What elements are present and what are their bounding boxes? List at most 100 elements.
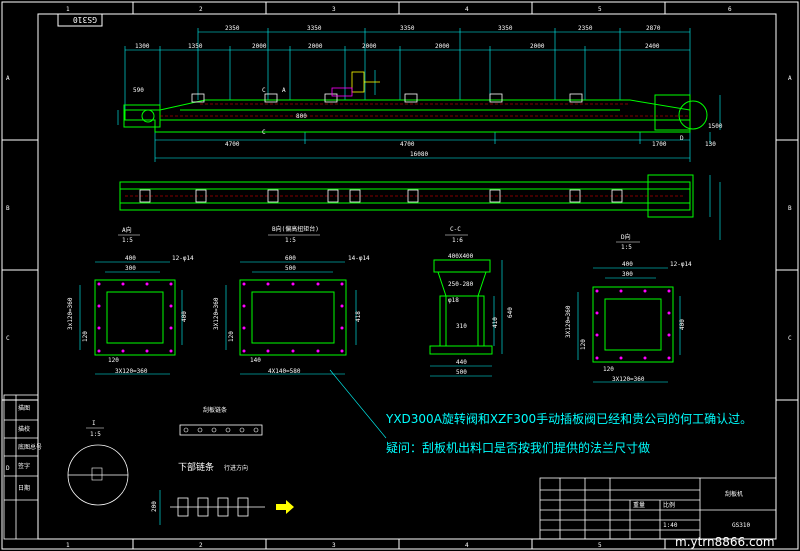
grid-row-c-right: C bbox=[788, 335, 792, 342]
grid-col-5-bottom: 5 bbox=[598, 542, 602, 549]
view-b-bottom-b: 4X140=580 bbox=[268, 368, 301, 375]
note-line-2: 疑问：刮板机出料口是否按我们提供的法兰尺寸做 bbox=[386, 440, 650, 455]
dim-row2-4: 2000 bbox=[308, 43, 323, 50]
note-leader bbox=[329, 369, 387, 439]
lower-chain: 下部链条 行进方向 200 bbox=[151, 461, 294, 525]
notes: YXD300A旋转阀和XZF300手动插板阀已经和贵公司的何工确认过。 疑问：刮… bbox=[385, 411, 752, 455]
top-dim-texts-row1: 2350 3350 3350 3350 2350 2870 bbox=[225, 25, 661, 32]
view-b-bottom-a: 140 bbox=[250, 357, 261, 364]
view-a-h-inner: 400 bbox=[181, 311, 188, 322]
dim-4700-left: 4700 bbox=[225, 141, 240, 148]
title-drawing-title: 刮板机 bbox=[725, 490, 743, 498]
view-d-hole: 12-φ14 bbox=[670, 261, 692, 268]
view-b-holes bbox=[242, 282, 344, 353]
dim-top-3: 3350 bbox=[400, 25, 415, 32]
left-stamp-texts: 描图 描校 底图总号 签字 日期 bbox=[18, 404, 42, 492]
dim-row2-8: 2400 bbox=[645, 43, 660, 50]
dim-top-2: 3350 bbox=[307, 25, 322, 32]
view-c-h1: 310 bbox=[456, 323, 467, 330]
view-b-hole: 14-φ14 bbox=[348, 255, 370, 262]
title-weight-label: 重量 bbox=[633, 501, 645, 509]
plan-view bbox=[119, 174, 721, 240]
view-c-title: C-C bbox=[450, 226, 461, 233]
inlet-stubs bbox=[191, 93, 583, 103]
dim-590: 590 bbox=[133, 87, 144, 94]
view-b-h-inner: 418 bbox=[355, 311, 362, 322]
dim-row2-7: 2000 bbox=[530, 43, 545, 50]
dim-top-5: 2350 bbox=[578, 25, 593, 32]
view-a-h-outer: 3x120=360 bbox=[67, 297, 74, 330]
view-c-h2: 410 bbox=[492, 317, 499, 328]
grid-col-3: 3 bbox=[332, 6, 336, 13]
view-a-hole: 12-φ14 bbox=[172, 255, 194, 262]
section-i-scale: 1:5 bbox=[90, 431, 101, 438]
view-b-w-inner: 500 bbox=[285, 265, 296, 272]
view-b-w-outer: 600 bbox=[285, 255, 296, 262]
view-b-h-small: 120 bbox=[228, 331, 235, 342]
view-c-bottom-b: 500 bbox=[456, 369, 467, 376]
view-c-top: 400X400 bbox=[448, 253, 474, 260]
stamp-5: 日期 bbox=[18, 484, 30, 492]
stamp-3: 底图总号 bbox=[18, 443, 42, 451]
view-d-w-outer: 400 bbox=[622, 261, 633, 268]
dim-overall-length: 16080 bbox=[410, 151, 428, 158]
title-code: GS310 bbox=[732, 522, 750, 529]
grid-col-6: 6 bbox=[728, 6, 732, 13]
view-c-h3: 640 bbox=[507, 307, 514, 318]
grid-col-2: 2 bbox=[199, 6, 203, 13]
dim-1700: 1700 bbox=[652, 141, 667, 148]
view-c-hole: φ18 bbox=[448, 297, 459, 304]
grid-col-5: 5 bbox=[598, 6, 602, 13]
conveyor-body bbox=[123, 94, 708, 133]
title-scale-label: 比例 bbox=[663, 501, 675, 509]
scraper-chain: 刮板链条 bbox=[179, 406, 263, 436]
dim-row2-5: 2000 bbox=[362, 43, 377, 50]
section-i: I 1:5 bbox=[67, 420, 129, 506]
view-a: A向 1:5 400 300 12-φ14 3x120=360 400 120 … bbox=[67, 226, 194, 375]
view-d-scale: 1:5 bbox=[621, 244, 632, 251]
view-d-bottom-b: 3X120=360 bbox=[612, 376, 645, 383]
view-d-h-inner: 400 bbox=[679, 319, 686, 330]
rotary-valve bbox=[331, 71, 380, 97]
view-a-holes bbox=[97, 282, 173, 353]
hidden-lines bbox=[160, 103, 690, 117]
view-b-h-outer: 3X120=360 bbox=[213, 297, 220, 330]
view-b-title: B向(偏高扭矩台) bbox=[272, 225, 319, 233]
top-dim-texts-row2: 1300 1350 2000 2000 2000 2000 2000 2400 bbox=[135, 43, 660, 50]
grid-row-d: D bbox=[6, 465, 10, 472]
chain-height-dim: 200 bbox=[151, 501, 158, 512]
dim-130: 130 bbox=[705, 141, 716, 148]
dim-top-4: 3350 bbox=[498, 25, 513, 32]
grid-row-a: A bbox=[6, 75, 10, 82]
view-d-h-small: 120 bbox=[580, 339, 587, 350]
view-d-h-outer: 3X120=360 bbox=[565, 305, 572, 338]
view-a-h-small: 120 bbox=[82, 331, 89, 342]
direction-label: 行进方向 bbox=[224, 464, 248, 472]
dim-row2-3: 2000 bbox=[252, 43, 267, 50]
view-a-bottom-a: 120 bbox=[108, 357, 119, 364]
stamp-1: 描图 bbox=[18, 404, 30, 412]
view-c-scale: 1:6 bbox=[452, 237, 463, 244]
dim-right-height: 1500 bbox=[708, 123, 723, 130]
view-a-title: A向 bbox=[122, 226, 132, 234]
watermark: m.ytrn8866.com bbox=[675, 535, 775, 549]
direction-arrow-icon bbox=[276, 500, 294, 514]
view-d-title: D向 bbox=[621, 233, 631, 241]
grid-col-4: 4 bbox=[465, 6, 469, 13]
dim-top-6: 2870 bbox=[646, 25, 661, 32]
elevation-view: 2350 3350 3350 3350 2350 2870 1300 1350 … bbox=[117, 25, 723, 162]
lower-chain-label: 下部链条 bbox=[178, 461, 214, 473]
view-c: C-C 1:6 400X400 250-280 φ18 310 410 640 … bbox=[429, 226, 514, 377]
view-b-scale: 1:5 bbox=[285, 237, 296, 244]
section-a: A bbox=[282, 87, 286, 94]
grid-col-2-bottom: 2 bbox=[199, 542, 203, 549]
plan-inlets bbox=[139, 189, 623, 203]
view-d: D向 1:5 400 300 12-φ14 3X120=360 400 120 … bbox=[565, 233, 692, 383]
view-a-scale: 1:5 bbox=[122, 237, 133, 244]
drawing-number: GS310 bbox=[73, 15, 97, 24]
view-b: B向(偏高扭矩台) 1:5 600 500 14-φ14 3X120=360 4… bbox=[213, 225, 370, 375]
grid-row-b: B bbox=[6, 205, 10, 212]
view-d-holes bbox=[595, 289, 671, 360]
